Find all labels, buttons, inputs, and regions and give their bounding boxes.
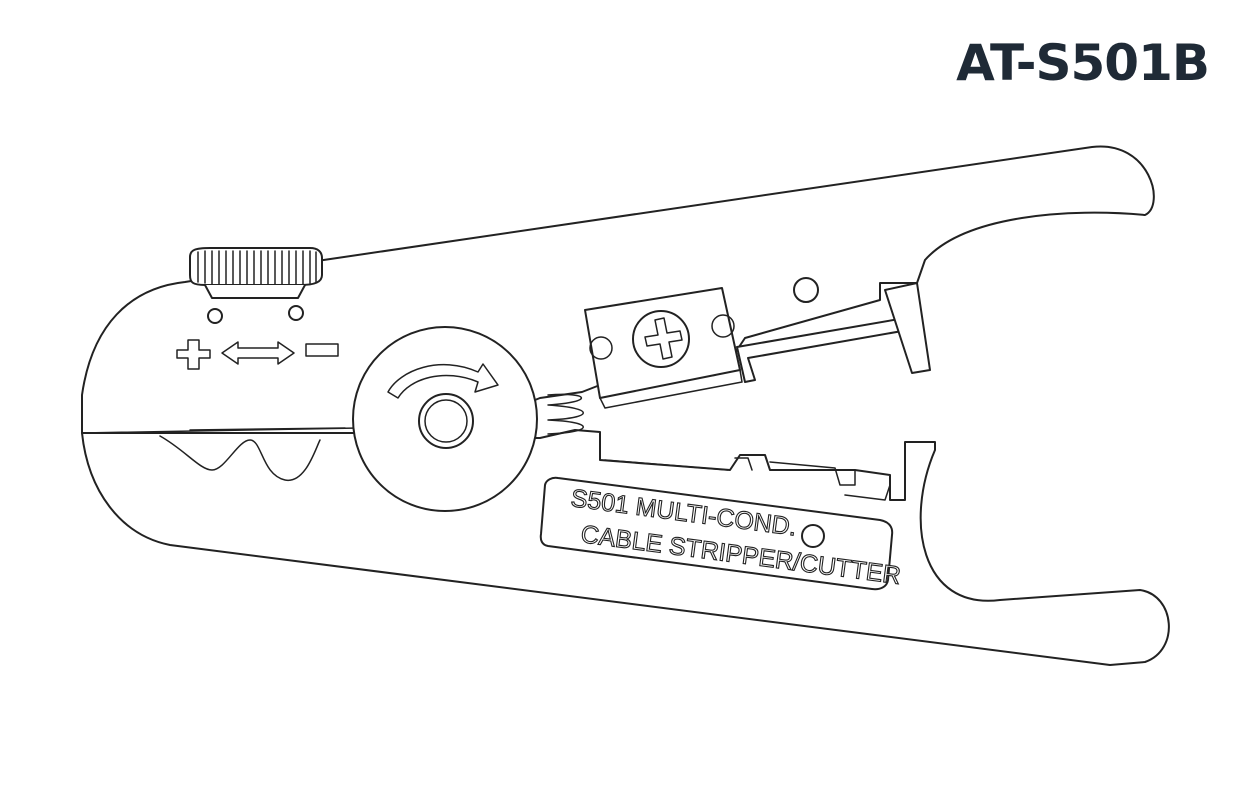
rotate-arrow-icon	[387, 363, 499, 399]
adjustment-knob	[189, 247, 323, 286]
upper-jaw-hole	[793, 277, 819, 303]
phillips-screw	[632, 310, 690, 368]
plus-icon	[176, 339, 211, 370]
holder-hole-left	[589, 336, 613, 360]
minus-icon	[305, 343, 339, 357]
disc-hub-inner	[424, 399, 468, 443]
knob-base	[204, 284, 306, 299]
upper-jaw	[81, 145, 1155, 434]
pivot-hole-right	[288, 305, 304, 321]
stop-lever	[884, 282, 931, 374]
double-arrow-icon	[221, 341, 295, 365]
pivot-hole-left	[207, 308, 223, 324]
notch-edge	[189, 427, 346, 431]
cable-guide	[604, 457, 891, 501]
model-title: AT-S501B	[956, 34, 1210, 92]
cutting-notches	[159, 435, 321, 481]
plate-hole	[801, 524, 825, 548]
holder-hole-right	[711, 314, 735, 338]
screw-cross-icon	[644, 317, 683, 360]
spring	[547, 393, 584, 435]
disc-hub-outer	[418, 393, 474, 449]
blade-holder-edge	[599, 369, 743, 409]
knob-ridges	[197, 250, 317, 285]
